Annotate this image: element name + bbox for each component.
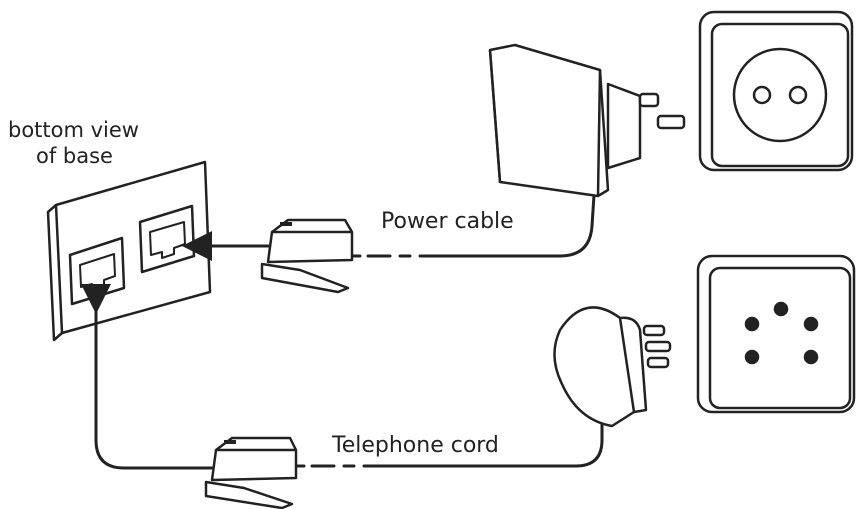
base-bottom-view (46, 160, 212, 342)
telephone-cord-line (81, 284, 604, 470)
telephone-wall-plug (553, 306, 672, 428)
base-view-label-line2: of base (36, 144, 113, 169)
power-cable-plug (260, 218, 354, 294)
power-cable-label: Power cable (381, 209, 514, 234)
wall-power-socket (698, 10, 854, 172)
base-view-label: bottom view of base (8, 117, 139, 170)
power-adapter (488, 43, 686, 198)
telephone-cord-label: Telephone cord (332, 433, 499, 458)
telephone-cord-plug (204, 436, 298, 509)
base-view-label-line1: bottom view (8, 118, 139, 142)
wall-telephone-socket (696, 254, 856, 414)
power-cable-line (182, 193, 596, 261)
